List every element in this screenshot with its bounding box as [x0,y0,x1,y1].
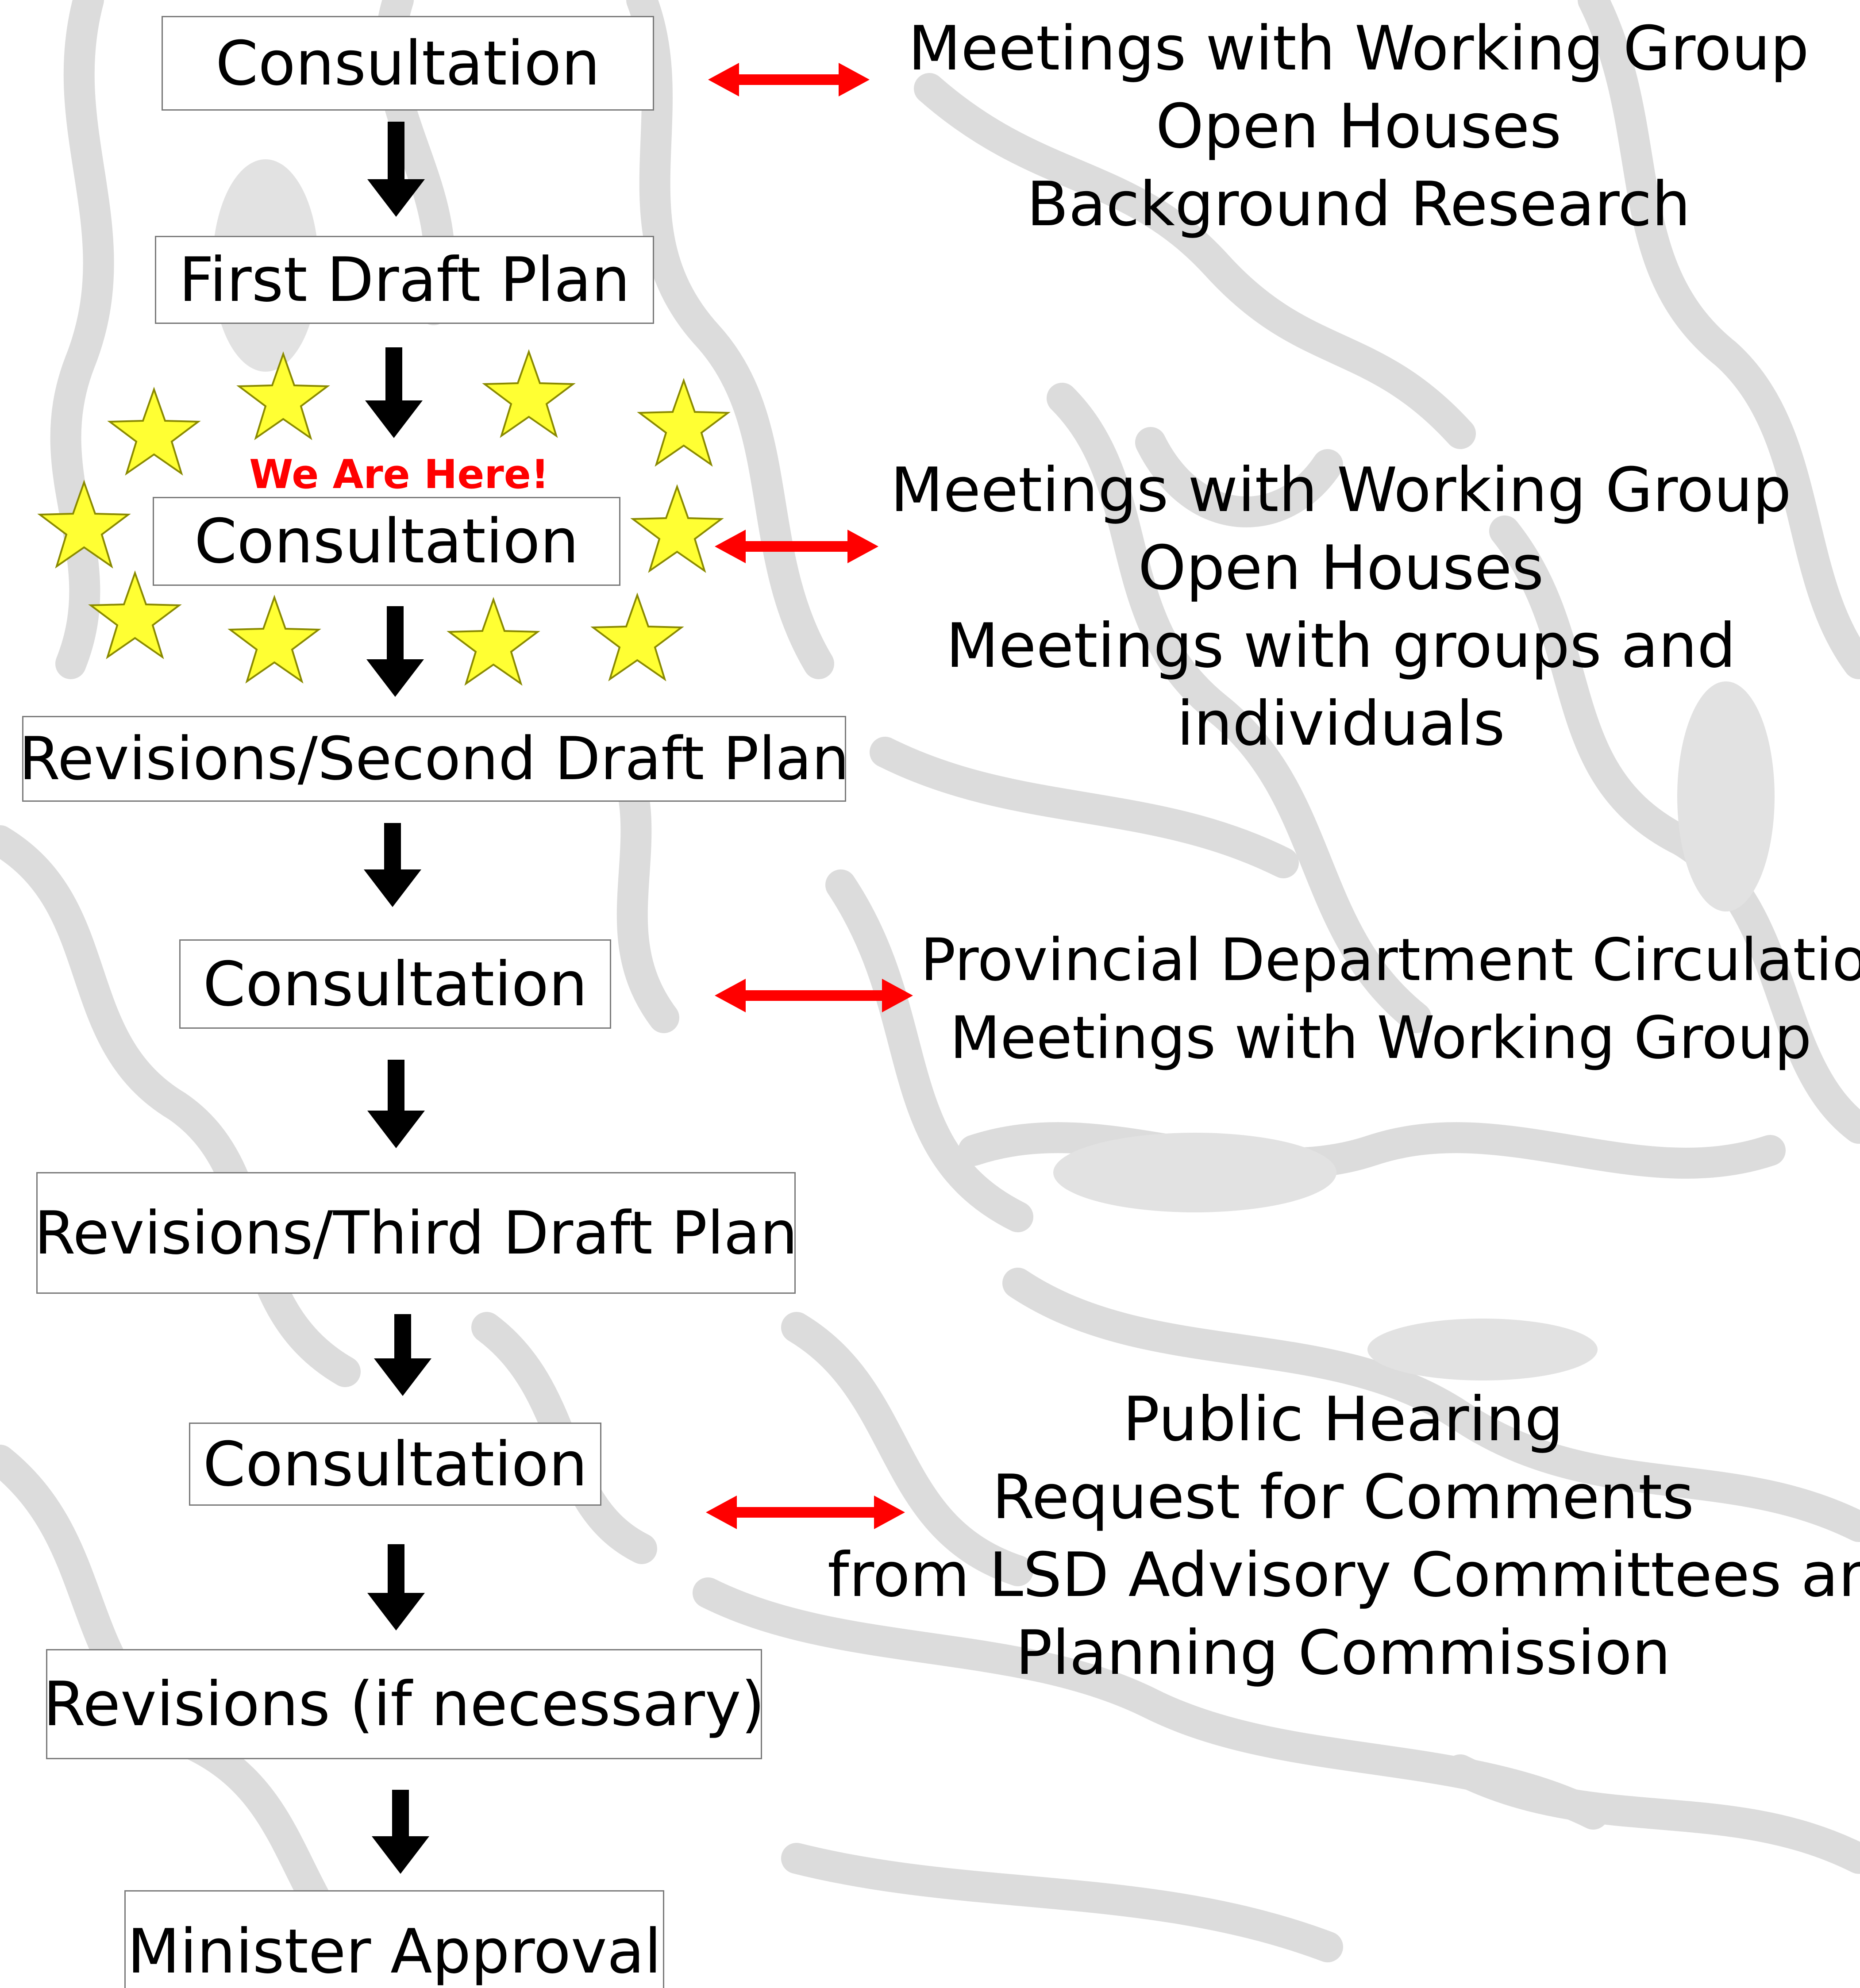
we-are-here-label: We Are Here! [249,451,549,498]
note-line: Request for Comments [992,1461,1694,1533]
link-arrow-2 [715,530,878,563]
step-label: Consultation [194,506,579,577]
flow-arrow-2 [365,347,423,438]
note-line: from LSD Advisory Committees and [828,1539,1860,1611]
star-icon-1 [109,388,199,474]
flow-arrow-5 [367,1060,425,1148]
step-label: Revisions (if necessary) [43,1669,765,1740]
flow-arrow-1 [367,122,425,217]
note-line: Meetings with Working Group [950,1004,1812,1072]
flow-arrow-3 [366,606,424,697]
link-arrow-4 [706,1496,905,1529]
flow-arrow-6 [374,1314,431,1396]
flow-arrow-8 [372,1790,429,1874]
link-arrow-3 [715,979,913,1012]
star-icon-5 [39,481,129,567]
note-line: Meetings with groups and [946,610,1736,681]
note-line: Meetings with Working Group [890,454,1791,526]
step-consultation-1: Consultation [162,16,654,111]
note-line: Meetings with Working Group [908,13,1809,84]
step-label: Revisions/Third Draft Plan [34,1198,798,1268]
link-arrow-1 [708,63,870,96]
star-icon-3 [484,351,574,437]
notes-consultation-2: Meetings with Working Group Open Houses … [876,451,1806,763]
step-minister-approval: Minister Approval [124,1890,664,1988]
step-label: Consultation [203,948,588,1020]
note-line: Open Houses [1155,91,1562,162]
notes-consultation-4: Public Hearing Request for Comments from… [828,1380,1860,1692]
step-third-draft-plan: Revisions/Third Draft Plan [34,1172,798,1294]
star-icon-10 [592,594,682,680]
step-label: Minister Approval [127,1916,662,1987]
star-icon-4 [639,380,729,465]
note-line: Public Hearing [1123,1384,1563,1455]
note-line: Provincial Department Circulation [920,926,1860,994]
note-line: Planning Commission [1015,1617,1671,1688]
step-label: Consultation [216,27,600,99]
step-consultation-3: Consultation [179,939,611,1029]
note-line: Background Research [1026,169,1691,240]
note-line: individuals [1177,688,1505,759]
step-consultation-4: Consultation [189,1423,601,1506]
step-first-draft-plan: First Draft Plan [155,236,654,324]
step-second-draft-plan: Revisions/Second Draft Plan [19,716,850,802]
star-icon-2 [238,353,328,439]
step-consultation-2: Consultation [153,497,620,586]
step-label: Revisions/Second Draft Plan [19,724,850,793]
flow-arrow-7 [367,1544,425,1630]
flow-arrow-4 [364,823,421,907]
notes-consultation-1: Meetings with Working Group Open Houses … [876,10,1841,243]
note-line: Open Houses [1138,532,1544,604]
notes-consultation-3: Provincial Department Circulation Meetin… [920,921,1860,1077]
star-icon-9 [448,599,539,684]
step-label: Consultation [203,1428,588,1500]
step-label: First Draft Plan [179,244,630,315]
star-icon-6 [632,486,722,572]
star-icon-8 [229,596,320,682]
step-revisions-if-necessary: Revisions (if necessary) [43,1649,765,1759]
